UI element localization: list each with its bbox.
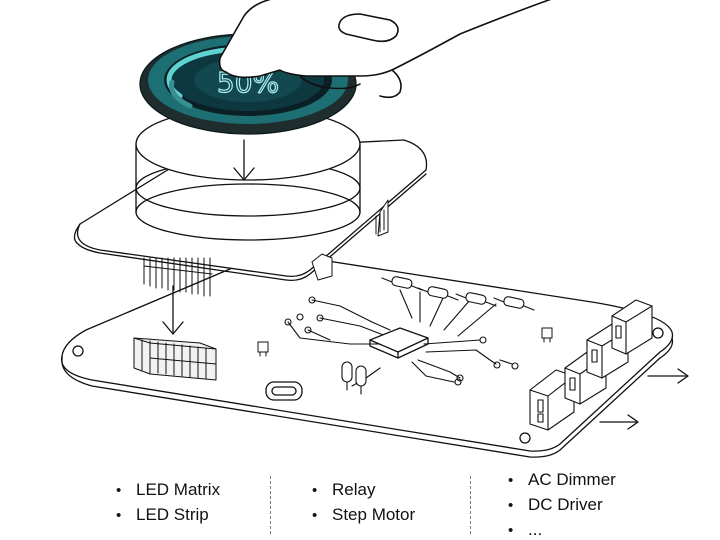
mount-hole — [519, 432, 531, 444]
category-item: Relay — [312, 478, 415, 503]
dashed-divider — [470, 476, 471, 534]
capacitors — [341, 361, 367, 395]
resistors — [381, 276, 535, 311]
category-column: LED Matrix LED Strip — [116, 478, 220, 528]
header-pins — [143, 257, 213, 297]
circuit-traces — [284, 289, 519, 387]
small-component — [257, 327, 553, 357]
screw-terminals — [529, 299, 653, 431]
category-item: ... — [508, 518, 616, 540]
mount-hole — [652, 327, 664, 339]
right-arrow-icon — [647, 368, 689, 384]
category-item: LED Strip — [116, 503, 220, 528]
usb-c-port — [265, 381, 303, 401]
category-item: LED Matrix — [116, 478, 220, 503]
down-arrow-icon — [233, 139, 255, 181]
mount-hole — [72, 345, 84, 357]
right-arrow-icon — [599, 414, 639, 430]
category-column: AC Dimmer DC Driver ... — [508, 468, 616, 540]
category-column: Relay Step Motor — [312, 478, 415, 528]
finger-hand-icon — [218, 0, 552, 99]
category-item: DC Driver — [508, 493, 616, 518]
dashed-divider — [270, 476, 271, 534]
category-item: Step Motor — [312, 503, 415, 528]
category-item: AC Dimmer — [508, 468, 616, 493]
pin-header — [133, 337, 217, 381]
down-arrow-icon — [162, 285, 184, 335]
ic-chip — [369, 327, 429, 359]
